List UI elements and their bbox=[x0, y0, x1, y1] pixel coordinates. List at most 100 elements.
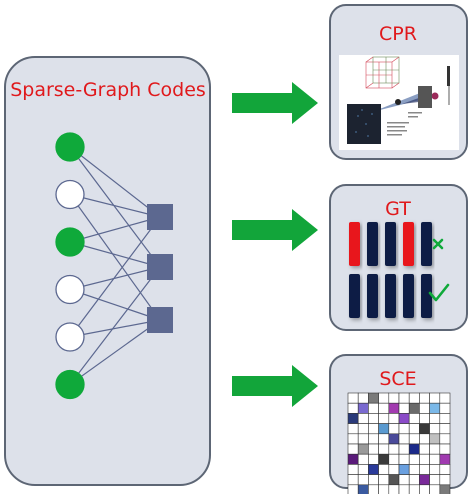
gt-test-bar bbox=[367, 222, 378, 266]
sce-matrix-cell bbox=[378, 464, 390, 475]
sce-matrix-cell bbox=[398, 402, 410, 414]
sce-matrix-cell bbox=[419, 464, 430, 475]
sce-matrix-cell bbox=[347, 443, 359, 455]
sce-matrix-cell bbox=[419, 392, 430, 404]
sce-matrix-cell bbox=[398, 413, 410, 424]
sce-matrix-cell bbox=[388, 413, 400, 424]
sce-matrix-cell bbox=[429, 402, 441, 414]
sce-matrix-cell bbox=[347, 484, 359, 494]
sce-matrix-cell bbox=[408, 423, 420, 435]
graph-edge bbox=[69, 216, 161, 338]
sce-matrix-cell bbox=[347, 453, 359, 465]
sce-matrix-cell bbox=[357, 453, 369, 465]
graph-edge bbox=[69, 288, 161, 321]
sce-matrix-cell bbox=[398, 474, 410, 486]
sce-matrix-cell bbox=[347, 392, 359, 404]
sce-matrix-cell bbox=[419, 474, 430, 486]
sce-matrix-cell bbox=[398, 443, 410, 455]
sce-matrix-cell bbox=[419, 413, 430, 424]
variable-node bbox=[55, 132, 85, 162]
sce-matrix-cell bbox=[357, 402, 369, 414]
sce-matrix-cell bbox=[357, 443, 369, 455]
sce-matrix-cell bbox=[357, 474, 369, 486]
sce-matrix-cell bbox=[419, 402, 430, 414]
panel-title: Sparse-Graph Codes bbox=[10, 79, 206, 101]
sce-matrix-cell bbox=[439, 402, 451, 414]
sce-matrix-cell bbox=[439, 484, 451, 494]
graph-edge bbox=[69, 319, 161, 338]
sce-matrix-cell bbox=[378, 413, 390, 424]
sce-matrix-cell bbox=[378, 474, 390, 486]
sce-matrix-cell bbox=[429, 443, 441, 455]
gt-test-bar bbox=[421, 274, 432, 318]
sce-matrix-cell bbox=[368, 392, 379, 404]
sce-matrix-cell bbox=[429, 464, 441, 475]
gt-test-bar bbox=[367, 274, 378, 318]
check-node bbox=[147, 254, 173, 280]
arrow-to-gt bbox=[232, 209, 318, 251]
sce-matrix-cell bbox=[378, 423, 390, 435]
variable-nodes bbox=[55, 132, 85, 400]
sce-matrix-cell bbox=[388, 433, 400, 445]
gt-test-bar bbox=[385, 274, 396, 318]
sce-matrix-cell bbox=[388, 392, 400, 404]
graph-edges bbox=[69, 146, 161, 385]
gt-test-bar bbox=[403, 274, 414, 318]
sce-matrix-cell bbox=[439, 453, 451, 465]
gt-test-bar bbox=[349, 222, 360, 266]
variable-node bbox=[55, 369, 85, 400]
sce-matrix-cell bbox=[368, 433, 379, 445]
sce-matrix-cell bbox=[347, 433, 359, 445]
check-node bbox=[147, 307, 173, 333]
gt-test-bar bbox=[349, 274, 360, 318]
sce-matrix-cell bbox=[429, 484, 441, 494]
sce-matrix-cell bbox=[439, 433, 451, 445]
sce-matrix-cell bbox=[378, 453, 390, 465]
arrow-to-sce bbox=[232, 365, 318, 407]
sce-matrix-cell bbox=[408, 433, 420, 445]
sce-matrix-cell bbox=[368, 464, 379, 475]
sce-matrix-cell bbox=[357, 392, 369, 404]
diffraction-detector bbox=[347, 104, 381, 144]
sce-matrix-cell bbox=[388, 423, 400, 435]
sce-matrix-cell bbox=[378, 443, 390, 455]
gt-test-bar bbox=[403, 222, 414, 266]
sce-matrix-cell bbox=[419, 423, 430, 435]
sce-matrix-cell bbox=[398, 392, 410, 404]
sce-matrix-cell bbox=[378, 392, 390, 404]
sce-matrix-cell bbox=[357, 433, 369, 445]
sce-matrix-cell bbox=[398, 433, 410, 445]
sce-matrix-cell bbox=[357, 423, 369, 435]
sce-matrix-cell bbox=[429, 423, 441, 435]
sce-matrix-cell bbox=[419, 484, 430, 494]
sce-matrix-cell bbox=[408, 464, 420, 475]
sce-matrix-cell bbox=[368, 423, 379, 435]
sce-matrix-cell bbox=[347, 474, 359, 486]
fail-x-icon bbox=[432, 238, 444, 250]
sce-matrix-cell bbox=[388, 474, 400, 486]
sce-matrix-cell bbox=[429, 453, 441, 465]
sce-matrix-cell bbox=[357, 464, 369, 475]
gt-panel: GT bbox=[329, 184, 468, 331]
pass-check-icon bbox=[428, 283, 450, 302]
graph-edge bbox=[69, 193, 161, 218]
sce-matrix-cell bbox=[378, 484, 390, 494]
detector-plate bbox=[418, 86, 432, 108]
sce-matrix-cell bbox=[368, 484, 379, 494]
sce-matrix-cell bbox=[398, 453, 410, 465]
sce-matrix-cell bbox=[439, 423, 451, 435]
sce-matrix-cell bbox=[388, 443, 400, 455]
sce-matrix-cell bbox=[378, 433, 390, 445]
sce-panel: SCE bbox=[329, 354, 468, 494]
sce-matrix-cell bbox=[408, 392, 420, 404]
graph-edge bbox=[69, 146, 161, 218]
sce-matrix-cell bbox=[408, 453, 420, 465]
graph-edge bbox=[69, 146, 161, 268]
sce-matrix-cell bbox=[439, 464, 451, 475]
sce-matrix-cell bbox=[408, 402, 420, 414]
gt-test-bar bbox=[385, 222, 396, 266]
graph-edge bbox=[69, 319, 161, 385]
sce-matrix-cell bbox=[368, 474, 379, 486]
gt-test-bar bbox=[421, 222, 432, 266]
graph-edge bbox=[69, 266, 161, 291]
